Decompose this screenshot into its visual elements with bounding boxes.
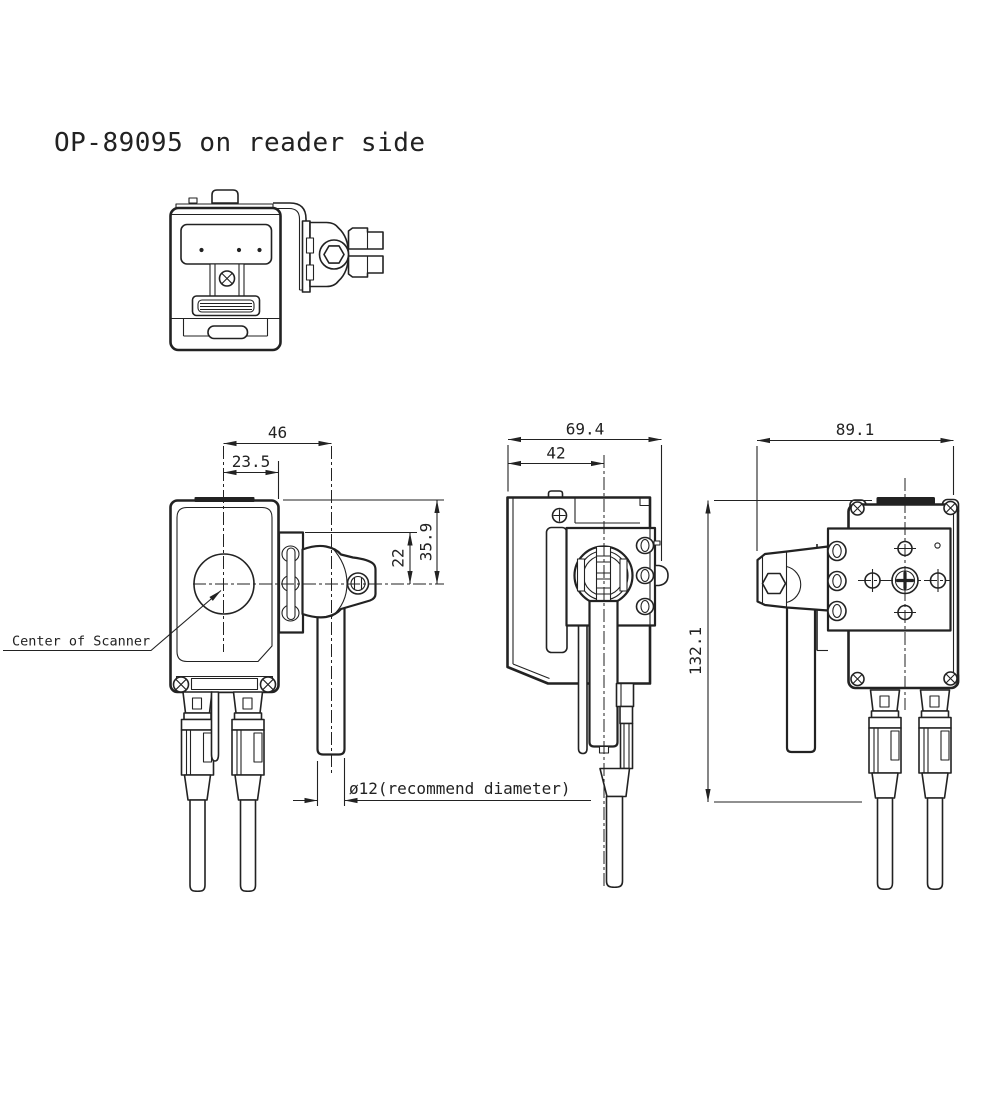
- pin-hole-back: [934, 542, 941, 549]
- dim-side-69-4: 69.4: [566, 420, 605, 439]
- front-view-drawing: 46 23.5 35.9 22 ø12(recommend diameter) …: [3, 423, 591, 893]
- dim-rod-diameter: ø12(recommend diameter): [349, 779, 571, 798]
- clamp-knob-side: [654, 564, 669, 587]
- l-bracket-bend: [273, 202, 307, 291]
- mounting-rod-back: [785, 598, 817, 754]
- cable-side: [605, 795, 624, 889]
- hex-bolt-back: [761, 572, 787, 595]
- top-view-cap-bump: [211, 189, 239, 204]
- dim-front-22: 22: [389, 548, 408, 567]
- clamp-jaw-upper: [347, 227, 384, 250]
- center-tab-front: [210, 691, 220, 762]
- bracket-edge-strip: [577, 624, 588, 755]
- dim-front-46: 46: [268, 423, 287, 442]
- hex-nut-top-view: [323, 245, 345, 264]
- clamp-jaw-lower: [347, 255, 384, 278]
- top-view-drawing: [169, 189, 384, 352]
- side-front-panel: [545, 526, 568, 654]
- drawing-title: OP-89095 on reader side: [54, 128, 426, 158]
- dim-back-89-1: 89.1: [836, 420, 875, 439]
- center-of-scanner-label: Center of Scanner: [12, 634, 150, 650]
- mounting-rod-front: [316, 573, 346, 756]
- dim-front-23-5: 23.5: [232, 452, 271, 471]
- dim-back-132-1: 132.1: [686, 627, 705, 675]
- connector-back-left: [868, 689, 902, 891]
- connector-front-left: [180, 691, 215, 893]
- back-view-drawing: 89.1 132.1: [686, 420, 960, 891]
- side-top-bump: [547, 490, 564, 498]
- top-panel: [180, 223, 273, 265]
- connector-boot-side: [599, 767, 631, 798]
- connector-back-right: [918, 689, 952, 891]
- grille-slot: [191, 295, 261, 317]
- l-bracket-plate-top: [301, 220, 311, 293]
- dim-side-42: 42: [546, 444, 565, 463]
- mounting-rod-side: [588, 599, 619, 748]
- dim-front-35-9: 35.9: [417, 523, 436, 562]
- connector-front-right: [231, 691, 265, 893]
- bottom-slot-top-view: [207, 325, 249, 340]
- side-view-drawing: 69.4 42: [506, 420, 669, 889]
